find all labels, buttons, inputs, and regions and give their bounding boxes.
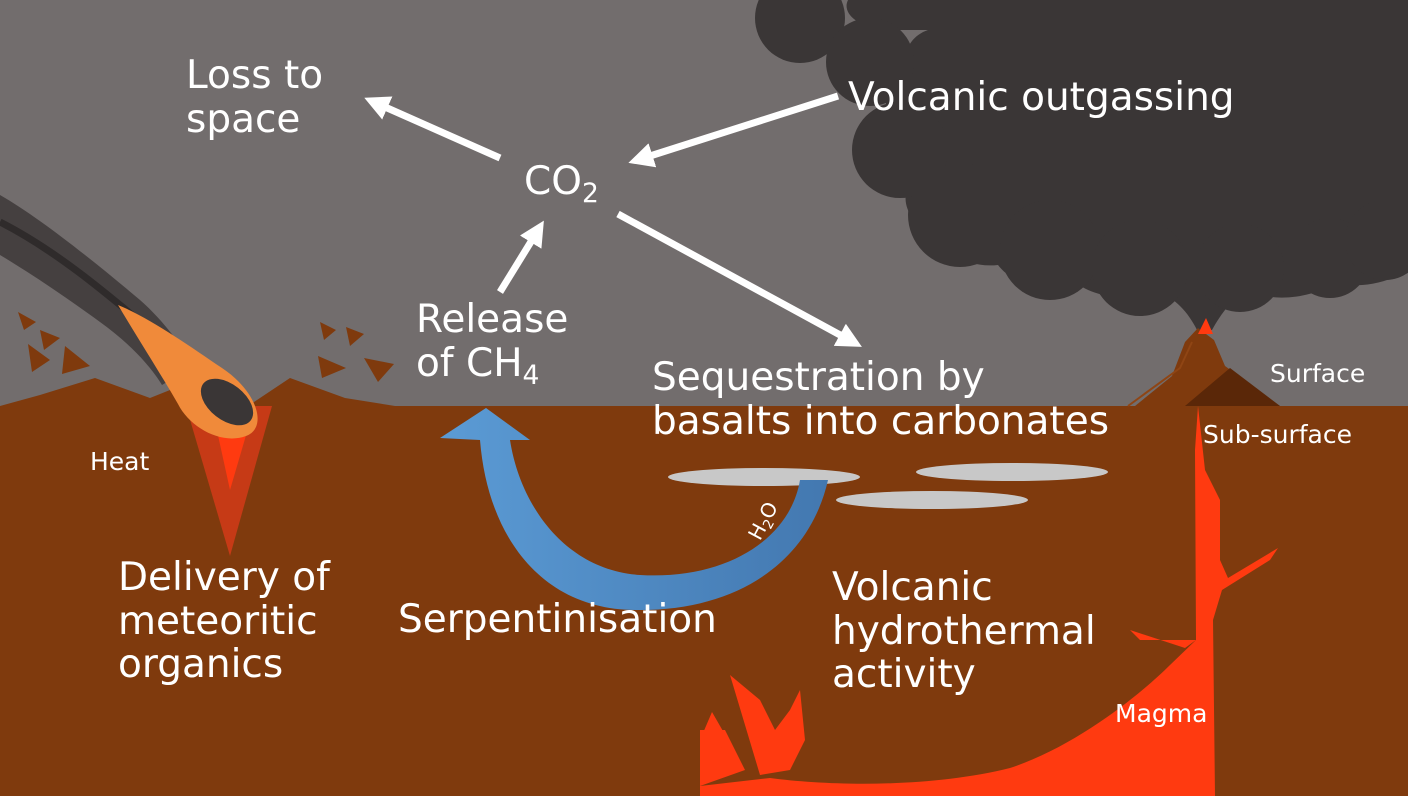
release-line-1: Release	[416, 297, 569, 342]
co2-subscript: 2	[581, 178, 599, 210]
serpentinisation-arrow	[440, 408, 828, 611]
process-arrows	[364, 92, 862, 347]
magma-label: Magma	[1115, 699, 1208, 728]
co2-label: CO2	[524, 159, 599, 209]
arrow-co2-to-sequestration	[616, 210, 862, 347]
release-line-2: of CH4	[416, 340, 568, 390]
volcanic-line-3: activity	[832, 652, 976, 698]
magma-channels	[700, 406, 1278, 796]
loss-to-space-label: Loss to space	[186, 54, 323, 141]
sequestration-line-1: Sequestration by	[652, 355, 985, 400]
loss-line-2: space	[186, 96, 301, 142]
volcanic-line-2: hydrothermal	[832, 608, 1096, 654]
ground	[0, 328, 1408, 796]
arrow-release-to-co2	[497, 220, 544, 294]
sequestration-line-2: basalts into carbonates	[652, 398, 1110, 444]
delivery-line-2: meteoritic	[118, 598, 318, 644]
volcano-shadow	[1185, 368, 1280, 406]
volcano-vent-glow	[1198, 318, 1213, 334]
release-base: of CH	[416, 340, 523, 386]
arrow-outgassing-to-co2	[628, 92, 840, 168]
volcanic-outgassing-label: Volcanic outgassing	[848, 75, 1235, 120]
meteor	[118, 305, 258, 439]
ch4-subscript: 4	[522, 360, 540, 392]
sequestration-label: Sequestration by basalts into carbonates	[652, 356, 1109, 443]
delivery-line-1: Delivery of	[118, 555, 330, 600]
subsurface-label: Sub-surface	[1203, 420, 1352, 449]
heat-label: Heat	[90, 447, 150, 476]
release-ch4-label: Release of CH4	[416, 297, 569, 391]
impact-debris	[18, 312, 394, 382]
delivery-line-3: organics	[118, 642, 284, 688]
loss-line-1: Loss to	[186, 53, 324, 98]
surface-label: Surface	[1270, 359, 1366, 388]
volcanic-hydrothermal-label: Volcanic hydrothermal activity	[832, 566, 1096, 697]
serpentinisation-label: Serpentinisation	[398, 597, 717, 642]
arrow-co2-to-space	[364, 96, 502, 162]
volcano-edge	[1127, 341, 1193, 407]
volcanic-line-1: Volcanic	[832, 565, 993, 610]
ash-cloud	[740, 0, 1408, 330]
delivery-label: Delivery of meteoritic organics	[118, 556, 330, 687]
co2-base: CO	[524, 159, 582, 204]
